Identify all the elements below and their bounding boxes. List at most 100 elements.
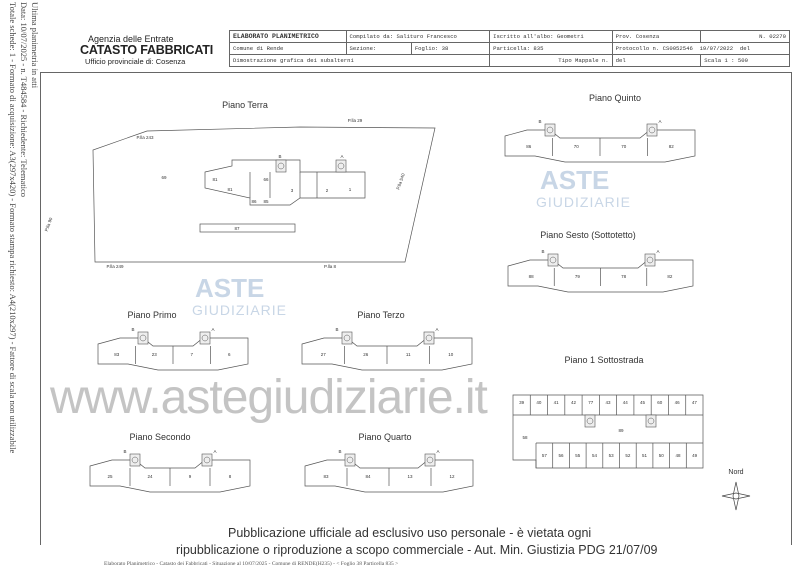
plan-secondo-b-stair-icon: [129, 453, 141, 467]
plan-terra-b-lift-icon: [277, 162, 285, 170]
unit-label: 42: [571, 400, 577, 405]
stair-label-b: B: [335, 327, 338, 332]
parcel-label: P.lla 8: [324, 264, 336, 269]
stair-label-b: B: [123, 449, 126, 454]
unit-label: 78: [621, 274, 627, 279]
unit-label: 56: [559, 453, 565, 458]
unit-label: 40: [536, 400, 542, 405]
unit-label: 82: [669, 144, 675, 149]
plan-sesto-a-stair-icon: [644, 253, 656, 267]
plan-quarto-a-stair-icon: [424, 453, 436, 467]
side-note-totals: Totale schede: 1 - Formato di acquisizio…: [8, 2, 18, 454]
floor-title-sottostrada: Piano 1 Sottostrada: [564, 355, 643, 365]
giudiziarie-watermark-2: GIUDIZIARIE: [192, 302, 288, 318]
parcel-label: P.lla 243: [137, 135, 154, 140]
protocollo: Protocollo n. CS0052546 19/07/2022 del: [611, 42, 791, 55]
unit-label: 24: [147, 474, 153, 479]
plan-primo-b-stair-icon: [137, 331, 149, 345]
watermark-line-2: ripubblicazione o riproduzione a scopo c…: [176, 543, 658, 557]
unit-label: 82: [667, 274, 673, 279]
plan-secondo-a-lift-icon: [203, 456, 211, 464]
unit-label: 3: [291, 188, 294, 193]
unit-label: 55: [575, 453, 581, 458]
unit-label: 77: [588, 400, 594, 405]
unit-label: 45: [640, 400, 646, 405]
unit-label: 54: [592, 453, 598, 458]
protocollo-code: CS0052546: [662, 45, 693, 52]
footer-text: Elaborato Planimetrico - Catasto dei Fab…: [104, 561, 399, 567]
stair-label-b: B: [131, 327, 134, 332]
scala: Scala 1 : 500: [700, 54, 790, 67]
floor-title-quinto: Piano Quinto: [589, 93, 641, 103]
plan-quinto-b-lift-icon: [546, 126, 554, 134]
floor-title-terra: Piano Terra: [222, 100, 268, 110]
unit-label: 79: [575, 274, 581, 279]
north-arrow-icon: [721, 481, 751, 511]
unit-label: 81: [227, 187, 233, 192]
plan-terzo-b-lift-icon: [343, 334, 351, 342]
unit-label: 25: [107, 474, 113, 479]
unit-label: 48: [675, 453, 681, 458]
floor-title-terzo: Piano Terzo: [357, 310, 404, 320]
unit-label: 51: [642, 453, 648, 458]
plan-terra-a-lift-icon: [337, 162, 345, 170]
unit-label: 86: [526, 144, 532, 149]
stair-label-b: B: [278, 154, 281, 159]
unit-label: 83: [114, 352, 120, 357]
plan-primo-b-lift-icon: [139, 334, 147, 342]
unit-label: 87: [234, 226, 240, 231]
plan-quarto-b-stair-icon: [344, 453, 356, 467]
unit-label: 84: [365, 474, 371, 479]
plan-quinto-b-stair-icon: [544, 123, 556, 137]
unit-87-outline: [199, 223, 296, 233]
plan-quinto-a-stair-icon: [646, 123, 658, 137]
plan-quarto-b-lift-icon: [346, 456, 354, 464]
unit-label: 39: [519, 400, 525, 405]
plan-terra-a-stair-icon: [335, 159, 347, 173]
plan-sottostrada-a-lift-icon: [647, 417, 655, 425]
plan-terzo-b-stair-icon: [341, 331, 353, 345]
header-table: ELABORATO PLANIMETRICO Compilato da: Sal…: [228, 30, 791, 67]
stair-label-a: A: [656, 249, 659, 254]
stair-label-b: B: [338, 449, 341, 454]
unit-label: 12: [449, 474, 455, 479]
unit-label: 43: [605, 400, 611, 405]
unit-label: 69: [161, 175, 167, 180]
unit-label: 11: [406, 352, 411, 357]
plan-terra-b-stair-icon: [275, 159, 287, 173]
aste-watermark-logo: ASTE: [540, 165, 610, 195]
plan-secondo-b-lift-icon: [131, 456, 139, 464]
stair-label-a: A: [213, 449, 216, 454]
unit-label: 85: [263, 199, 269, 204]
unit-label: 26: [363, 352, 369, 357]
unit-label: 66: [263, 177, 269, 182]
floor-title-quarto: Piano Quarto: [358, 432, 411, 442]
giudiziarie-watermark: GIUDIZIARIE: [536, 194, 632, 210]
unit-label: 1: [349, 187, 352, 192]
protocollo-label: Protocollo n.: [615, 45, 660, 52]
unit-label: 6: [228, 352, 231, 357]
plan-secondo-a-stair-icon: [201, 453, 213, 467]
plan-sottostrada-b-stair-icon: [584, 414, 596, 428]
floor-title-secondo: Piano Secondo: [129, 432, 190, 442]
unit-label-side: 58: [522, 435, 528, 440]
plan-sesto-b-lift-icon: [549, 256, 557, 264]
unit-label: 81: [212, 177, 218, 182]
plan-terzo-a-lift-icon: [425, 334, 433, 342]
parcel-label: P.lla 249: [107, 264, 124, 269]
unit-label: 50: [659, 453, 665, 458]
unit-label: 86: [251, 199, 257, 204]
unit-label: 10: [448, 352, 454, 357]
north-label: Nord: [728, 469, 743, 476]
unit-label: 9: [189, 474, 192, 479]
plan-primo-a-lift-icon: [201, 334, 209, 342]
unit-label-corridor: 89: [618, 428, 624, 433]
plan-sesto-a-lift-icon: [646, 256, 654, 264]
plan-sesto-b-stair-icon: [547, 253, 559, 267]
floor-title-primo: Piano Primo: [127, 310, 176, 320]
drawing-frame: [40, 72, 792, 545]
plan-sottostrada-a-stair-icon: [645, 414, 657, 428]
stair-label-a: A: [211, 327, 214, 332]
unit-label: 7: [190, 352, 193, 357]
